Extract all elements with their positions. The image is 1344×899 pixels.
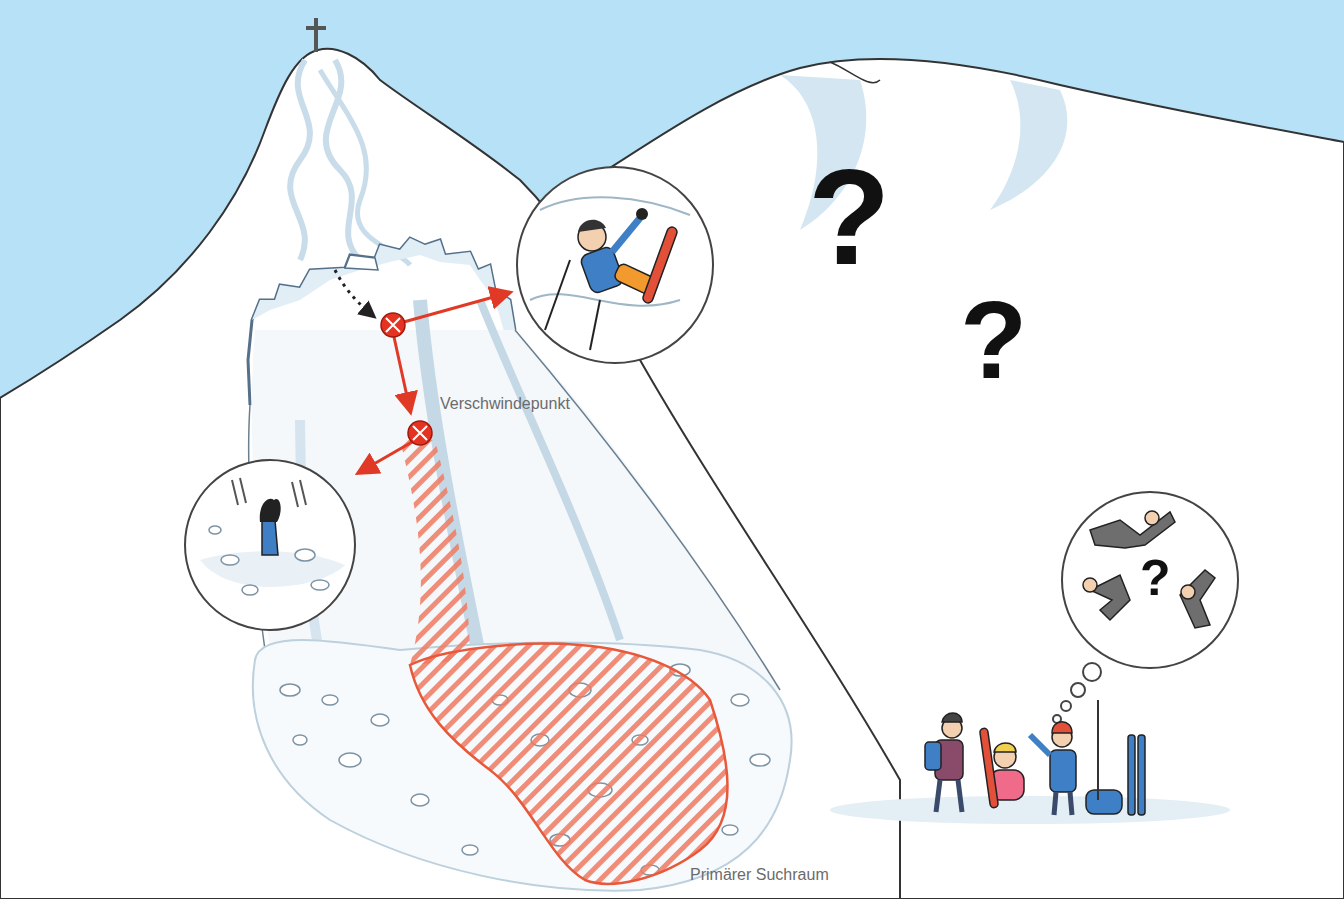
summit-cross [306,18,326,52]
callout-bubble [517,167,713,363]
left-mountain [0,49,900,899]
snow-shadow [990,80,1067,210]
approach-arrow [335,270,372,315]
companion-group [925,700,1145,815]
ridge-line [830,62,880,83]
question-mark: ? [808,150,890,285]
red-arrows [360,293,508,472]
ski-track [320,70,410,265]
missing-persons [1083,511,1215,628]
last-seen-marker [381,313,405,337]
area-label: Primärer Suchraum [690,867,829,883]
question-mark: ? [1140,553,1171,603]
question-mark: ? [960,285,1027,395]
avalanche-debris [253,640,792,891]
area-label: Verschwindepunkt [440,396,570,412]
thought-bubble [1053,492,1238,723]
primary-search-area [410,644,728,884]
search-corridor [400,440,470,665]
ski-track [290,60,310,260]
disappearance-marker [408,421,432,445]
snow-mound [830,796,1230,824]
release-slab [345,255,378,270]
callout-bubble [185,460,355,630]
flow-edge [515,330,780,690]
